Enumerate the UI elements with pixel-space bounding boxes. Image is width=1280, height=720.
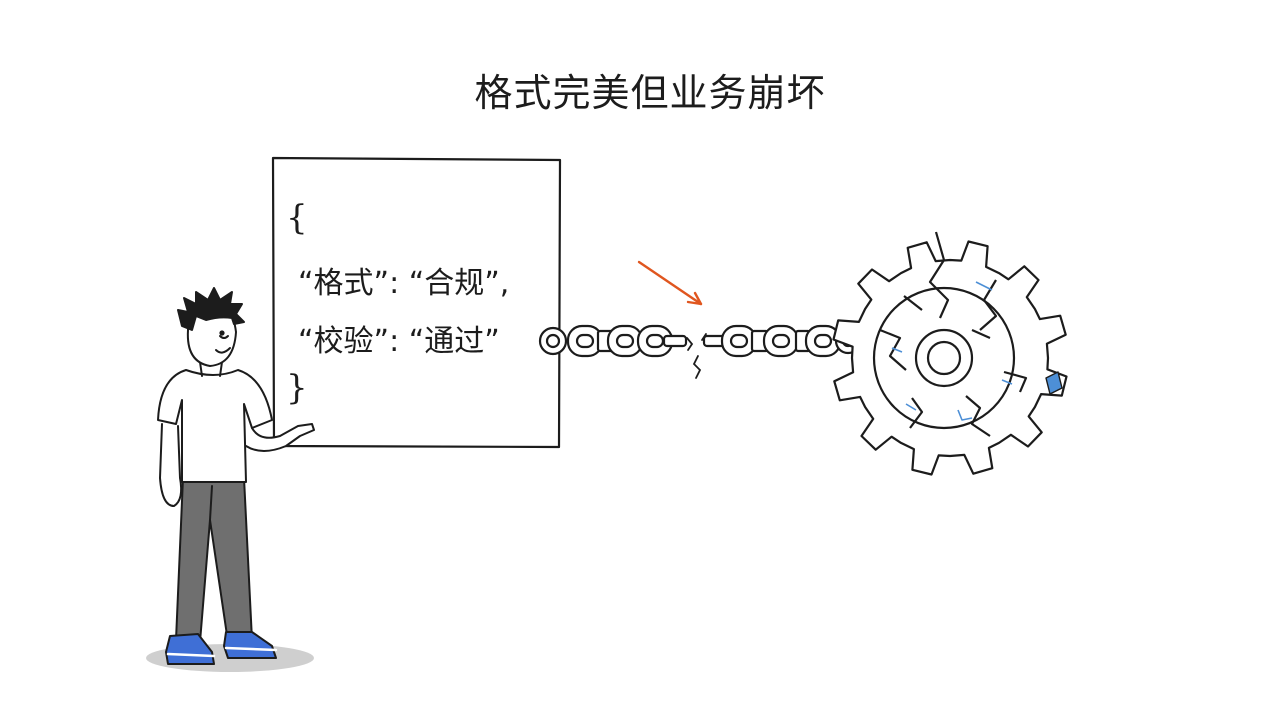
right-shoe — [223, 631, 277, 659]
left-shoe — [165, 633, 215, 665]
code-close-brace: } — [286, 368, 308, 408]
code-open-brace: { — [286, 198, 308, 238]
code-line-format: “格式”: “合规”, — [298, 266, 510, 301]
arrow-icon — [637, 260, 703, 306]
person-icon — [157, 287, 315, 665]
page-title: 格式完美但业务崩坏 — [474, 71, 826, 115]
code-line-validation: “校验”: “通过” — [298, 324, 500, 359]
broken-gear-icon — [832, 231, 1068, 476]
code-panel-frame — [271, 156, 562, 449]
chain-icon — [538, 324, 688, 358]
code-panel: { “格式”: “合规”, “校验”: “通过” } — [272, 158, 560, 446]
chain-right-icon — [702, 324, 862, 358]
